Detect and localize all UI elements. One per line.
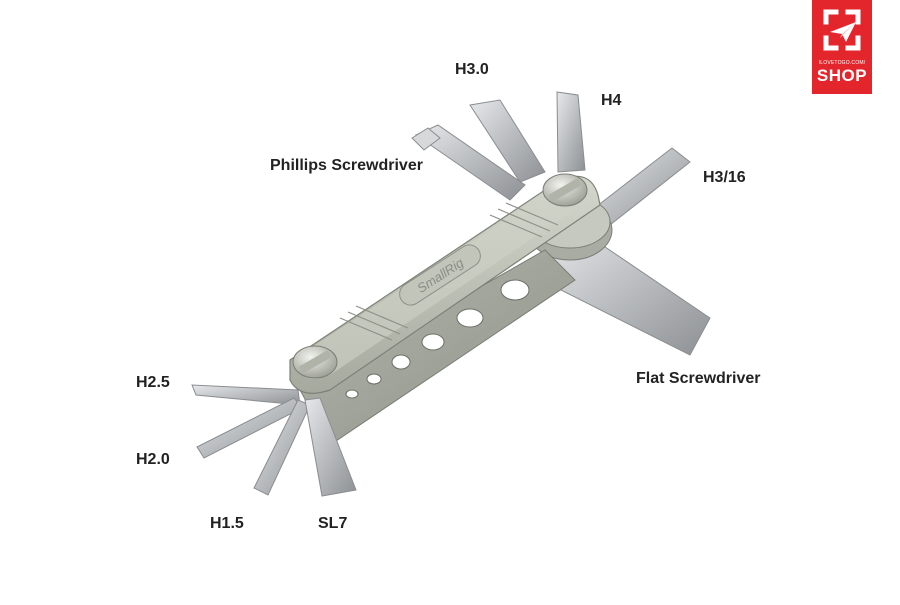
- bit-h4: [556, 91, 586, 173]
- label-h4: H4: [601, 92, 622, 109]
- logo-site-text: ILOVETOGO.COM/: [818, 60, 866, 66]
- back-plate: [299, 249, 576, 446]
- bit-sl7: [304, 397, 357, 497]
- label-h2-5: H2.5: [136, 374, 170, 391]
- bit-h2-5: [191, 384, 301, 406]
- paper-plane-icon: [823, 9, 861, 51]
- label-phillips: Phillips Screwdriver: [270, 157, 423, 174]
- pivot-screw-top: [542, 173, 588, 207]
- label-sl7: SL7: [318, 515, 348, 532]
- bit-phillips: [411, 124, 526, 201]
- shop-logo[interactable]: ILOVETOGO.COM/ SHOP: [812, 0, 872, 94]
- logo-shop-text: SHOP: [816, 66, 868, 85]
- label-flat: Flat Screwdriver: [636, 370, 761, 387]
- label-h3-0: H3.0: [455, 61, 489, 78]
- pivot-screw-bottom: [292, 345, 338, 379]
- tool-body: SmallRig: [289, 175, 601, 394]
- label-h1-5: H1.5: [210, 515, 244, 532]
- bit-h3-0: [469, 99, 546, 183]
- label-h3-16: H3/16: [703, 169, 746, 186]
- label-h2-0: H2.0: [136, 451, 170, 468]
